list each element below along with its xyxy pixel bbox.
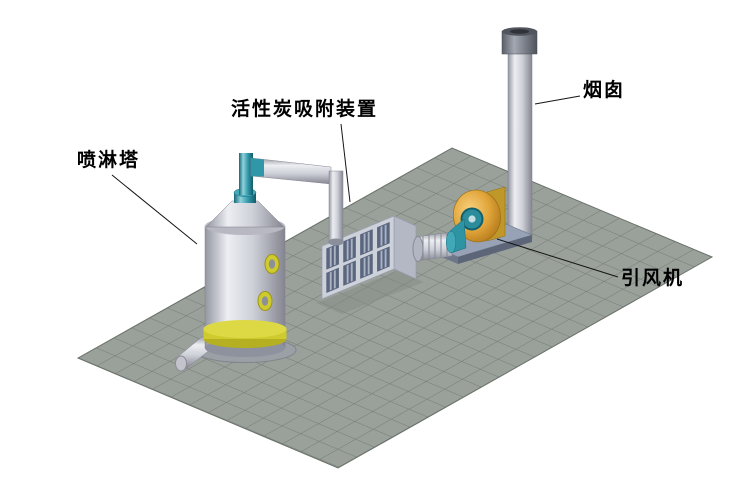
chimney bbox=[501, 27, 538, 239]
pipe-teal-band bbox=[251, 158, 264, 177]
box-inlet-drop-pipe bbox=[328, 170, 344, 243]
grille-window bbox=[377, 246, 390, 272]
grille-louver bbox=[367, 231, 370, 252]
grille-louver bbox=[329, 247, 332, 268]
duct-flange bbox=[412, 236, 424, 262]
leader-fan bbox=[496, 238, 619, 278]
grille-louver bbox=[363, 257, 366, 277]
label-chimney: 烟囱 bbox=[583, 80, 626, 101]
spray-tower bbox=[174, 153, 297, 372]
fan-inlet-flange bbox=[445, 230, 457, 254]
tower-yellow-ring-top bbox=[203, 320, 287, 338]
tower-collar bbox=[234, 192, 256, 203]
grille-louver bbox=[333, 269, 336, 289]
carbon-adsorption-box bbox=[321, 170, 417, 300]
grille-window bbox=[377, 222, 390, 249]
grille-window bbox=[343, 260, 356, 286]
drop-pipe-flange bbox=[328, 238, 344, 246]
label-induced-draft-fan: 引风机 bbox=[621, 268, 685, 289]
leader-lines bbox=[111, 95, 619, 278]
grille-louver bbox=[346, 240, 349, 261]
drain-pipe-cap bbox=[175, 355, 187, 372]
grille-louver bbox=[380, 250, 383, 270]
label-adsorption-unit: 活性炭吸附装置 bbox=[231, 99, 379, 120]
tower-cone bbox=[205, 200, 285, 228]
chimney-stack bbox=[507, 49, 533, 239]
box-front-face bbox=[321, 215, 395, 300]
grille-louver bbox=[333, 245, 336, 266]
grille-window bbox=[326, 243, 339, 270]
leader-chimney bbox=[534, 95, 581, 105]
grille-louver bbox=[384, 248, 387, 268]
leader-adsorption-unit bbox=[340, 123, 351, 203]
pipe-tower-to-box bbox=[250, 157, 332, 185]
tower-flange-lower-center bbox=[261, 296, 269, 306]
grille-louver bbox=[384, 224, 387, 245]
grille-louver bbox=[363, 233, 366, 254]
tower-riser-pipe bbox=[239, 153, 253, 195]
grille-window bbox=[343, 236, 356, 263]
leader-spray-tower bbox=[111, 174, 198, 245]
floor-platform bbox=[76, 147, 714, 469]
fan-hub-center bbox=[468, 215, 476, 223]
grille-window bbox=[360, 253, 373, 279]
grille-louver bbox=[380, 226, 383, 246]
duct-box-to-fan bbox=[412, 231, 453, 262]
grille-louver bbox=[346, 264, 349, 284]
grille-window bbox=[360, 229, 373, 256]
grille-louver bbox=[350, 238, 353, 259]
plate-right-face bbox=[458, 235, 532, 264]
grille-louver bbox=[367, 255, 370, 275]
grille-louver bbox=[350, 262, 353, 282]
box-shadow bbox=[316, 271, 424, 314]
box-grille bbox=[326, 222, 390, 293]
tower-flange-upper-center bbox=[268, 259, 276, 269]
label-spray-tower: 喷淋塔 bbox=[77, 150, 141, 171]
chimney-outlet-hole bbox=[510, 29, 529, 34]
induced-draft-fan bbox=[445, 186, 506, 254]
grille-window bbox=[326, 267, 339, 293]
grille-louver bbox=[329, 271, 332, 291]
